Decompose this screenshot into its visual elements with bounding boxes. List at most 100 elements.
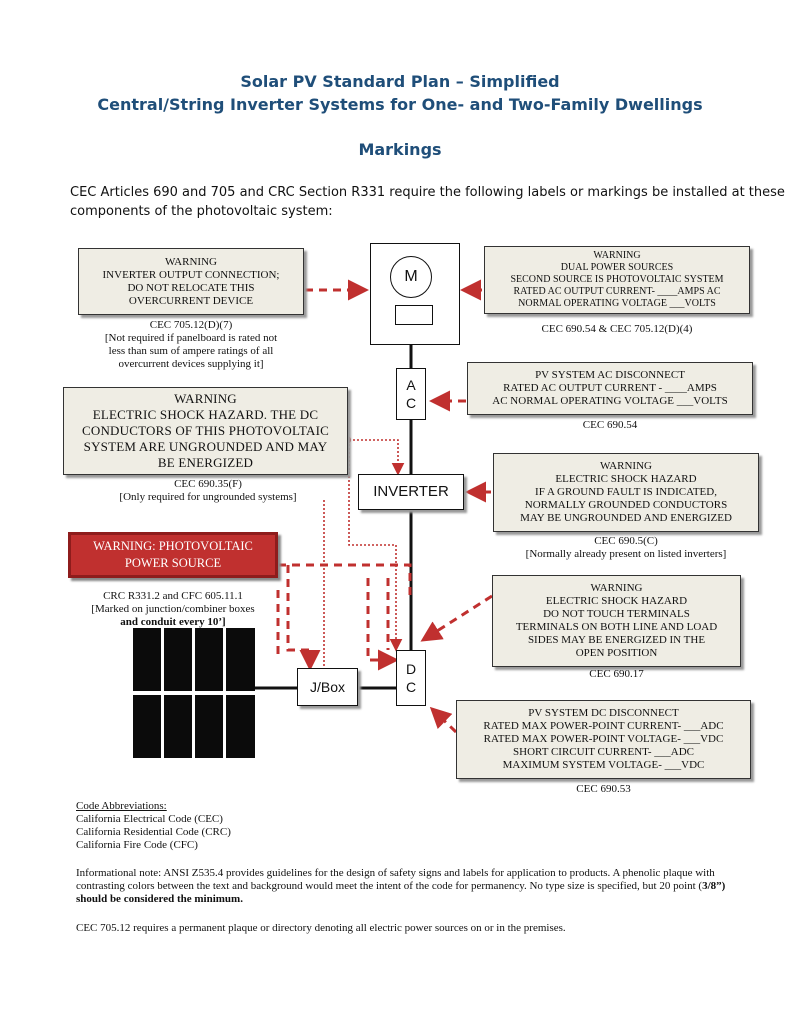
code-ref: CEC 690.54: [582, 419, 638, 431]
pv-array-top: [133, 628, 255, 691]
label-line: PV SYSTEM DC DISCONNECT: [528, 707, 679, 719]
pv-module: [226, 695, 255, 758]
label-line: WARNING: [174, 391, 237, 406]
label-arrows: [305, 279, 493, 734]
code-ref: CEC 690.17: [589, 668, 644, 680]
dc-disconnect: D C: [396, 650, 426, 706]
caption-dual-power: CEC 690.54 & CEC 705.12(D)(4): [484, 323, 750, 336]
pv-module: [226, 628, 255, 691]
ac-letter-a: A: [406, 377, 416, 393]
pv-array-bottom: [133, 695, 255, 758]
label-line: ELECTRIC SHOCK HAZARD: [555, 473, 697, 485]
label-line: RATED AC OUTPUT CURRENT - ____AMPS: [503, 382, 717, 394]
caption-dc-disconnect: CEC 690.53: [456, 783, 751, 796]
abbreviation-item: California Electrical Code (CEC): [76, 813, 223, 825]
arrow-pv-dc: [366, 578, 399, 671]
label-line: SECOND SOURCE IS PHOTOVOLTAIC SYSTEM: [510, 274, 724, 285]
caption-ungrounded: CEC 690.35(F) [Only required for ungroun…: [63, 478, 353, 504]
pv-module: [133, 695, 161, 758]
pv-module: [195, 628, 223, 691]
caption-note: overcurrent devices supplying it]: [118, 358, 264, 370]
label-ground-fault: WARNING ELECTRIC SHOCK HAZARD IF A GROUN…: [493, 453, 759, 532]
caption-note-bold: and conduit every 10’]: [120, 616, 226, 628]
caption-note: [Only required for ungrounded systems]: [119, 491, 297, 503]
plan-subtitle: Central/String Inverter Systems for One-…: [97, 95, 703, 114]
code-ref: CEC 705.12(D)(7): [149, 319, 233, 331]
label-inverter-output: WARNING INVERTER OUTPUT CONNECTION; DO N…: [78, 248, 304, 315]
inverter: INVERTER: [358, 474, 464, 510]
ac-letter-c: C: [405, 395, 417, 411]
label-line: MAXIMUM SYSTEM VOLTAGE- ___VDC: [502, 759, 705, 771]
label-line: SYSTEM ARE UNGROUNDED AND MAY: [83, 439, 328, 454]
caption-note: [Not required if panelboard is rated not: [104, 332, 278, 344]
label-line: AC NORMAL OPERATING VOLTAGE ___VOLTS: [492, 395, 728, 407]
label-line: BE ENERGIZED: [157, 455, 254, 470]
label-line: MAY BE UNGROUNDED AND ENERGIZED: [520, 512, 732, 524]
label-line: POWER SOURCE: [124, 556, 222, 570]
label-line: SHORT CIRCUIT CURRENT- ___ADC: [513, 746, 694, 758]
caption-terminals: CEC 690.17: [492, 668, 741, 681]
code-ref: CRC R331.2 and CFC 605.11.1: [103, 590, 243, 602]
junction-box: J/Box: [297, 668, 358, 706]
breaker-slot: [395, 305, 433, 325]
caption-pv-source: CRC R331.2 and CFC 605.11.1 [Marked on j…: [68, 590, 278, 629]
informational-note-emphasis: 3/8”) should be considered the minimum.: [76, 880, 726, 905]
caption-ground-fault: CEC 690.5(C) [Normally already present o…: [493, 535, 759, 561]
plan-title: Solar PV Standard Plan – Simplified: [240, 72, 560, 91]
label-dual-power: WARNING DUAL POWER SOURCES SECOND SOURCE…: [484, 246, 750, 314]
label-line: WARNING: PHOTOVOLTAIC: [93, 539, 253, 553]
arrow-ungrounded-inverter: [349, 439, 405, 476]
abbreviation-item: California Residential Code (CRC): [76, 826, 231, 838]
label-line: WARNING: [590, 582, 643, 594]
intro-line-1: CEC Articles 690 and 705 and CRC Section…: [70, 185, 785, 200]
label-line: IF A GROUND FAULT IS INDICATED,: [535, 486, 717, 498]
label-line: SIDES MAY BE ENERGIZED IN THE: [527, 634, 706, 646]
label-line: DO NOT TOUCH TERMINALS: [543, 608, 690, 620]
ac-disconnect: A C: [396, 368, 426, 420]
label-line: TERMINALS ON BOTH LINE AND LOAD: [515, 621, 718, 633]
pv-module: [133, 628, 161, 691]
arrow-pv-conduit: [278, 563, 412, 600]
arrow-ungrounded-dc: [348, 440, 403, 652]
label-line: RATED MAX POWER-POINT VOLTAGE- ___VDC: [483, 733, 724, 745]
code-ref: CEC 690.35(F): [174, 478, 242, 490]
section-heading: Markings: [358, 140, 442, 159]
label-line: WARNING: [165, 255, 217, 268]
arrow-dc-disconnect: [429, 706, 458, 734]
label-line: PV SYSTEM AC DISCONNECT: [535, 369, 685, 381]
label-pv-source: WARNING: PHOTOVOLTAIC POWER SOURCE: [68, 532, 278, 578]
code-ref: CEC 690.54 & CEC 705.12(D)(4): [541, 323, 693, 335]
arrow-pv-jbox: [286, 565, 321, 671]
label-line: OVERCURRENT DEVICE: [128, 294, 254, 307]
label-dc-disconnect: PV SYSTEM DC DISCONNECT RATED MAX POWER-…: [456, 700, 751, 779]
meter-symbol: M: [390, 256, 432, 298]
caption-inverter-output: CEC 705.12(D)(7) [Not required if panelb…: [78, 319, 304, 371]
label-ungrounded: WARNING ELECTRIC SHOCK HAZARD. THE DC CO…: [63, 387, 348, 475]
code-ref: CEC 690.5(C): [594, 535, 658, 547]
code-ref: CEC 690.53: [576, 783, 631, 795]
label-line: INVERTER OUTPUT CONNECTION;: [102, 268, 280, 281]
caption-note: less than sum of ampere ratings of all: [108, 345, 274, 357]
abbreviation-item: California Fire Code (CFC): [76, 839, 198, 851]
label-line: NORMALLY GROUNDED CONDUCTORS: [524, 499, 728, 511]
informational-note: Informational note: ANSI Z535.4 provides…: [76, 867, 736, 906]
label-line: WARNING: [593, 250, 641, 261]
pv-module: [164, 695, 192, 758]
informational-note-text: Informational note: ANSI Z535.4 provides…: [76, 867, 715, 892]
caption-note: [Marked on junction/combiner boxes: [91, 603, 255, 615]
intro-line-2: components of the photovoltaic system:: [70, 204, 333, 219]
dc-letter-c: C: [405, 679, 417, 695]
service-panel: M: [370, 243, 460, 345]
label-line: OPEN POSITION: [575, 647, 658, 659]
label-line: CONDUCTORS OF THIS PHOTOVOLTAIC: [81, 423, 330, 438]
plaque-note-text: CEC 705.12 requires a permanent plaque o…: [76, 922, 566, 934]
arrow-ungrounded-conduit: [323, 500, 340, 681]
caption-note: [Normally already present on listed inve…: [525, 548, 727, 560]
label-line: WARNING: [600, 460, 652, 472]
abbreviations-heading: Code Abbreviations:: [76, 800, 167, 812]
plaque-note: CEC 705.12 requires a permanent plaque o…: [76, 922, 736, 935]
label-line: ELECTRIC SHOCK HAZARD: [545, 595, 688, 607]
pv-module: [164, 628, 192, 691]
label-line: DO NOT RELOCATE THIS: [127, 281, 255, 294]
label-line: RATED MAX POWER-POINT CURRENT- ___ADC: [483, 720, 724, 732]
